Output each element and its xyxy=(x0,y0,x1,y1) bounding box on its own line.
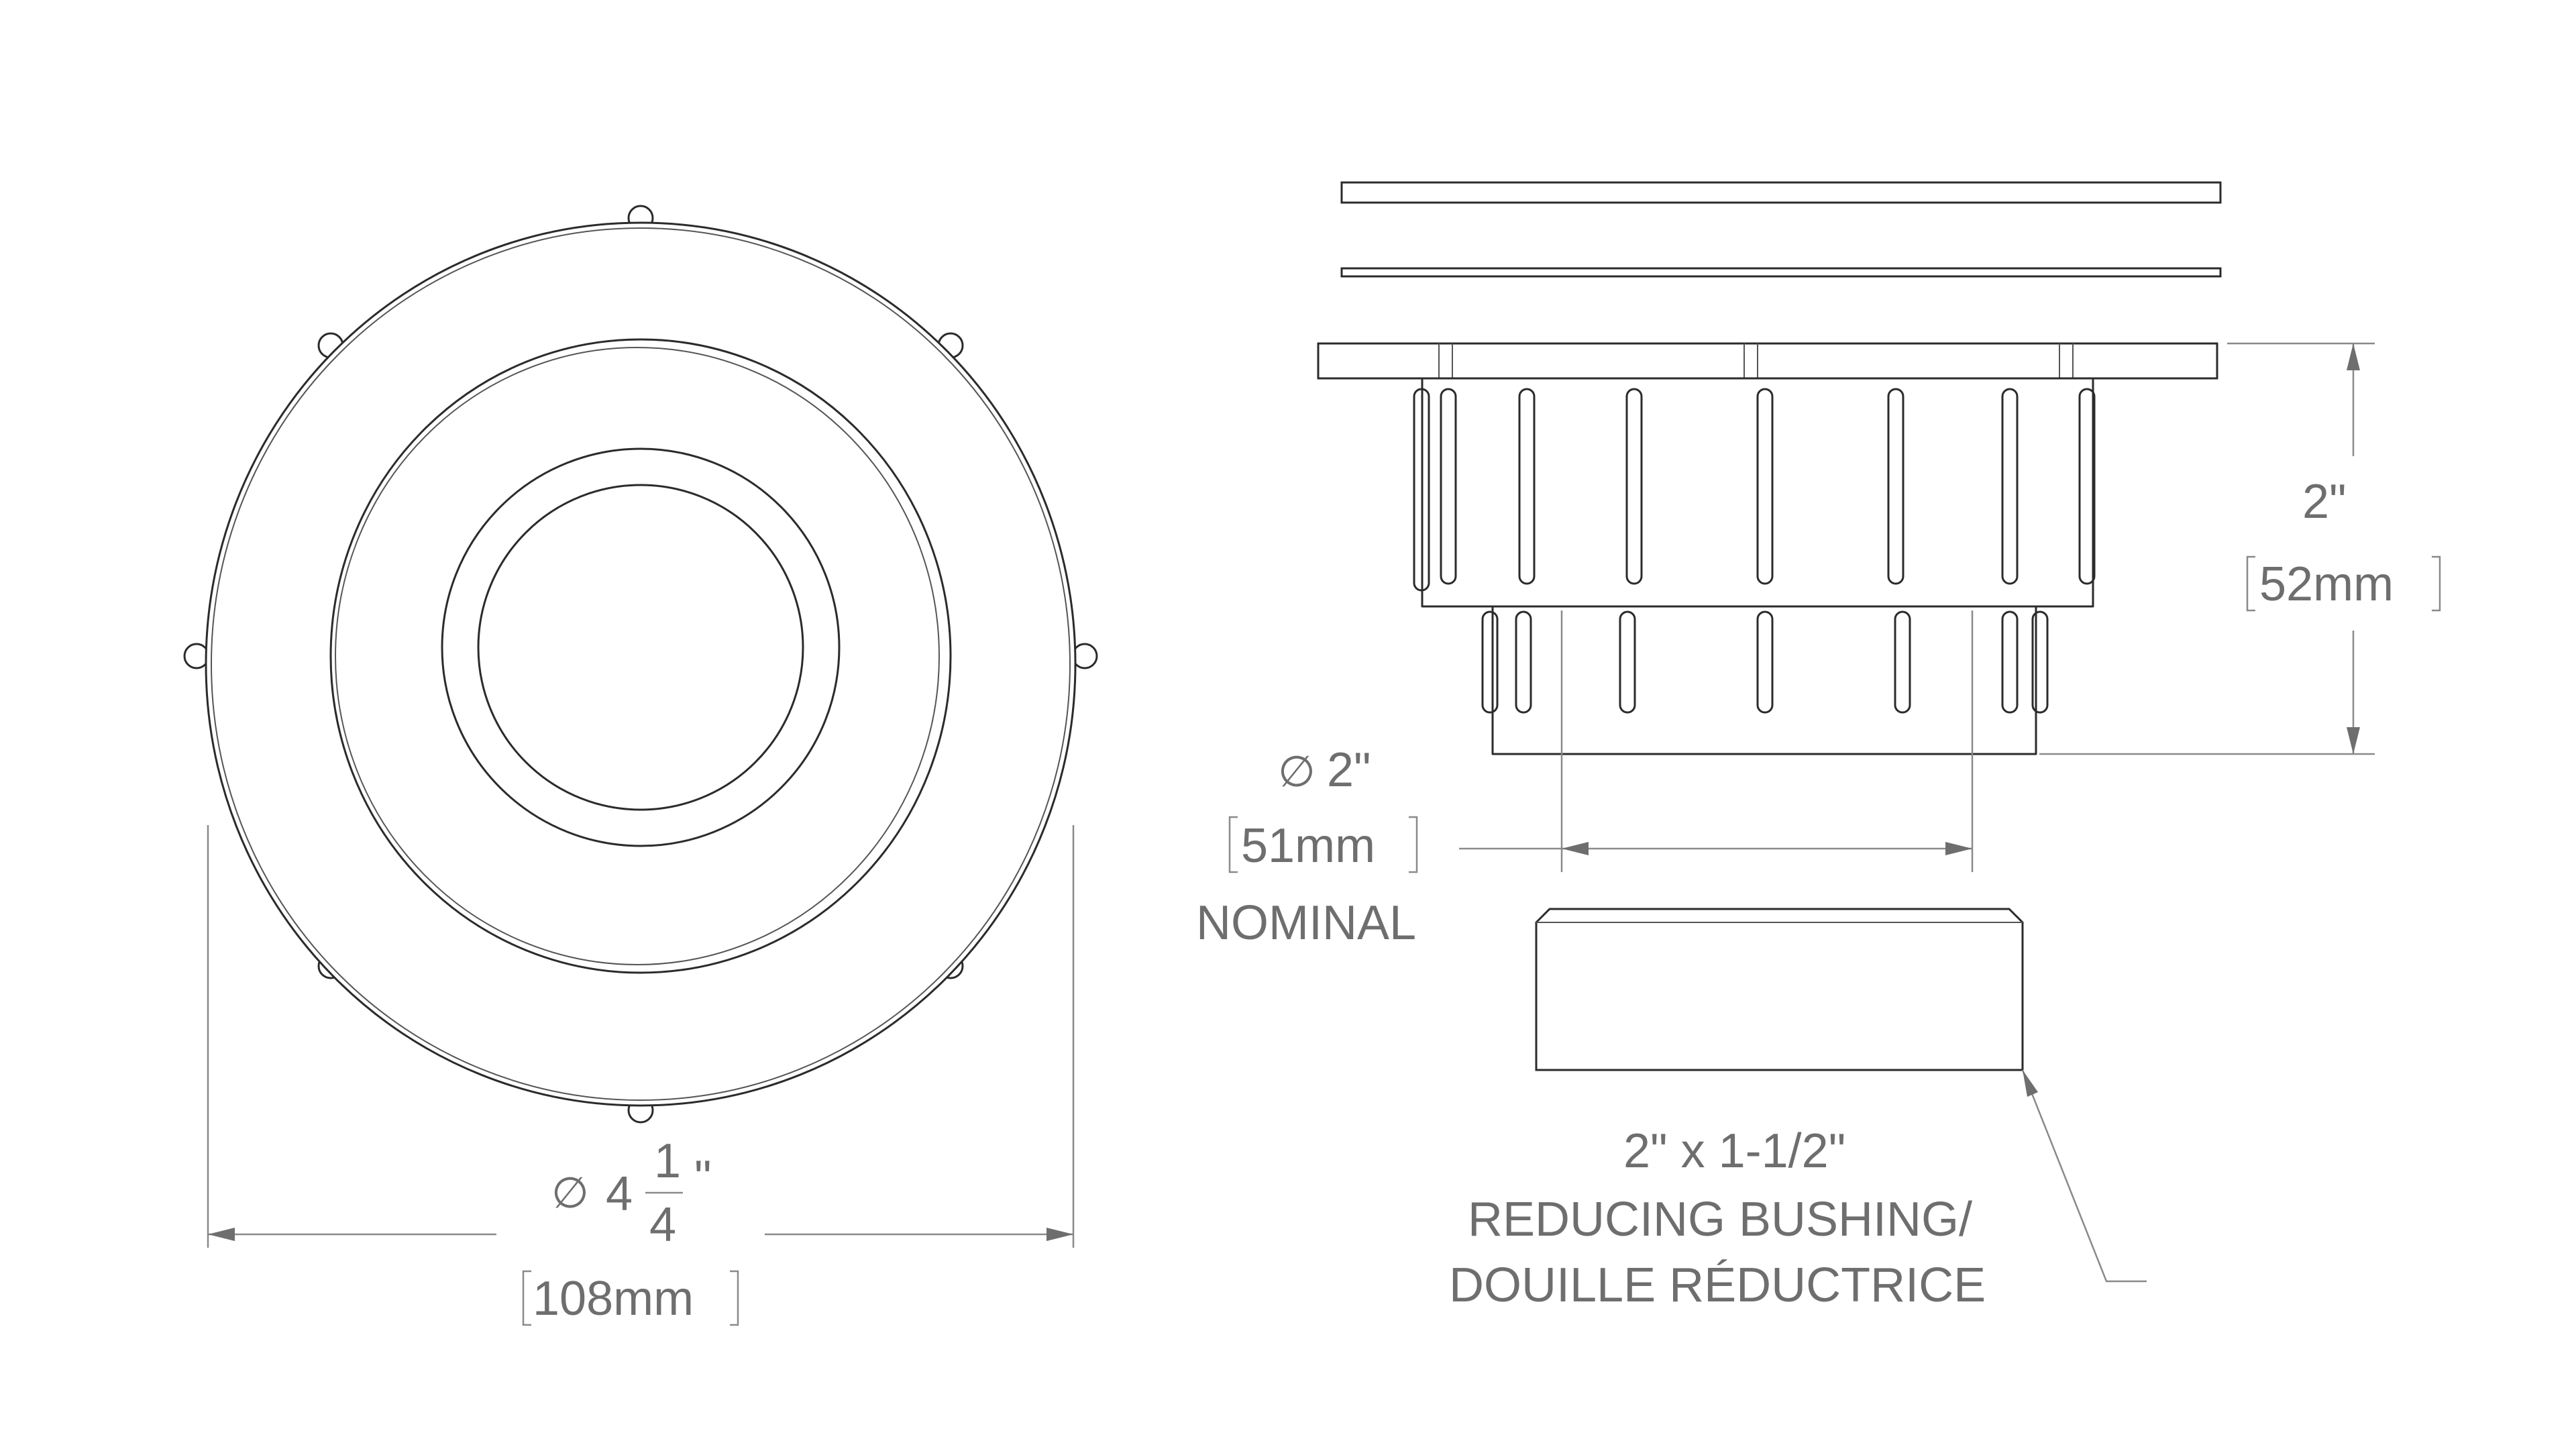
outer-diameter-denominator: 4 xyxy=(649,1198,676,1252)
pipe-diameter-symbol: ∅ xyxy=(1278,747,1316,797)
drain-opening xyxy=(477,484,804,811)
body-lower xyxy=(1491,605,2037,755)
height-imperial: 2" xyxy=(2302,475,2347,529)
pipe-diameter-metric: 51mm xyxy=(1241,819,1375,873)
pipe-diameter-note: NOMINAL xyxy=(1196,896,1416,950)
outer-diameter-dimension xyxy=(207,825,1075,1248)
lower-ribs xyxy=(1481,610,2049,714)
reducing-bushing xyxy=(1535,908,2024,1071)
outer-flange-ring xyxy=(205,221,1077,1107)
callout-name-fr: DOUILLE RÉDUCTRICE xyxy=(1449,1258,1986,1312)
height-metric: 52mm xyxy=(2259,557,2394,611)
pipe-diameter-dimension xyxy=(1459,610,1974,872)
pipe-diameter-imperial: 2" xyxy=(1327,743,1371,797)
height-dimension xyxy=(2039,342,2375,755)
grate-plate xyxy=(1340,181,2222,204)
side-view: 2" 52mm ∅ 2" 51mm NOMINAL 2" x 1-1/2" RE… xyxy=(1196,181,2441,1312)
outer-diameter-whole: 4 xyxy=(606,1167,633,1221)
callout-name-en: REDUCING BUSHING/ xyxy=(1468,1193,1972,1246)
grate-gasket xyxy=(1340,267,2222,278)
outer-diameter-unit: " xyxy=(694,1151,712,1205)
outer-diameter-numerator: 1 xyxy=(654,1134,681,1188)
bushing-leader-line xyxy=(2021,1069,2147,1283)
inner-ring xyxy=(441,447,841,847)
outer-diameter-metric: 108mm xyxy=(533,1272,694,1326)
outer-diameter-symbol: ∅ xyxy=(551,1169,589,1218)
callout-size: 2" x 1-1/2" xyxy=(1623,1124,1845,1178)
upper-ribs xyxy=(1413,388,2096,592)
top-view: ∅ 4 1 4 " 108mm xyxy=(183,205,1098,1326)
middle-ring xyxy=(329,338,952,974)
